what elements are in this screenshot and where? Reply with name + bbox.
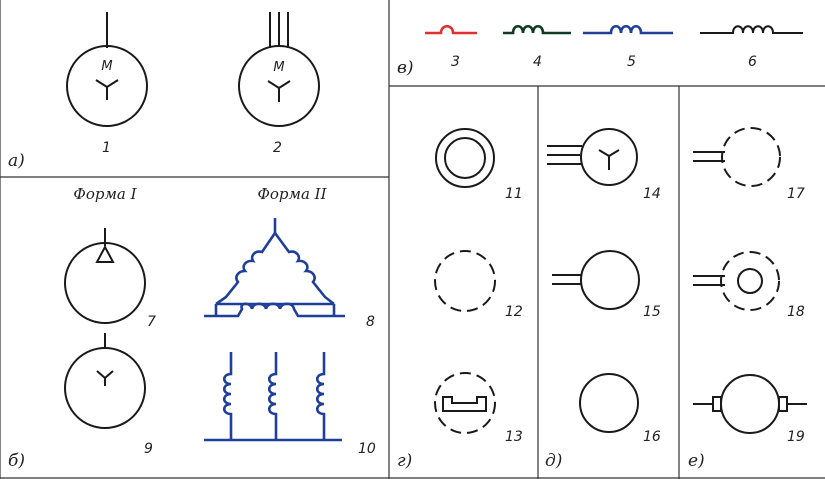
panel-d: 14 15 16 д)	[545, 128, 661, 471]
item-number-9: 9	[144, 441, 153, 457]
motor-symbol-15	[552, 250, 640, 310]
motor-symbol-1: М	[66, 12, 148, 127]
panel-letter-g: г)	[397, 451, 412, 471]
item-number-19: 19	[787, 429, 805, 445]
panel-letter-v: в)	[397, 58, 414, 78]
item-number-3: 3	[451, 54, 460, 70]
winding-symbol-6	[700, 25, 803, 34]
motor-symbol-9	[64, 333, 146, 429]
double-ring-icon	[435, 128, 495, 188]
star-connection-icon	[598, 149, 620, 170]
panel-v: в) 3 4 5 6	[397, 24, 803, 78]
dashed-circle-icon	[434, 250, 496, 312]
item-number-10: 10	[358, 441, 376, 457]
item-number-14: 14	[643, 186, 661, 202]
motor-symbol-19	[693, 374, 807, 434]
motor-letter-1: М	[101, 59, 112, 74]
star-connection-icon	[96, 370, 114, 386]
three-winding-schematic	[204, 352, 342, 442]
panel-a: М М а) 1 2	[8, 12, 320, 171]
item-number-13: 13	[505, 429, 523, 445]
plain-circle-icon	[579, 373, 639, 433]
winding-symbol-5	[583, 24, 673, 35]
item-number-16: 16	[643, 429, 661, 445]
winding-symbol-3	[425, 24, 477, 35]
star-connection-icon	[267, 80, 291, 102]
panel-letter-b: б)	[8, 451, 25, 471]
item-number-11: 11	[505, 186, 523, 202]
motor-symbol-7	[64, 228, 146, 324]
form-1-heading: Форма I	[73, 185, 137, 203]
item-number-12: 12	[505, 304, 523, 320]
panel-letter-a: а)	[8, 151, 25, 171]
item-number-8: 8	[366, 314, 375, 330]
motor-symbol-18	[693, 251, 780, 311]
motor-symbol-17	[693, 127, 781, 187]
delta-connection-icon	[95, 244, 115, 263]
panel-g: 11 12 13 г)	[397, 128, 523, 471]
item-number-17: 17	[787, 186, 805, 202]
motor-letter-2: М	[273, 60, 284, 75]
form-2-heading: Форма II	[257, 185, 327, 203]
item-number-5: 5	[627, 54, 636, 70]
winding-symbol-4	[503, 24, 571, 35]
delta-winding-schematic	[204, 218, 345, 318]
item-number-7: 7	[147, 314, 156, 330]
item-number-4: 4	[533, 54, 542, 70]
item-number-2: 2	[273, 140, 282, 156]
dashed-circle-with-bracket-icon	[434, 372, 496, 434]
motor-symbol-2: М	[238, 12, 320, 127]
item-number-6: 6	[748, 54, 757, 70]
panel-e: 17 18 19 е)	[688, 127, 807, 471]
panel-letter-d: д)	[545, 451, 562, 471]
panel-b: Форма I Форма II 7 9 8	[8, 185, 376, 471]
item-number-18: 18	[787, 304, 805, 320]
item-number-15: 15	[643, 304, 661, 320]
item-number-1: 1	[102, 140, 111, 156]
motor-symbol-14	[547, 128, 638, 186]
star-connection-icon	[95, 79, 119, 100]
panel-letter-e: е)	[688, 451, 705, 471]
